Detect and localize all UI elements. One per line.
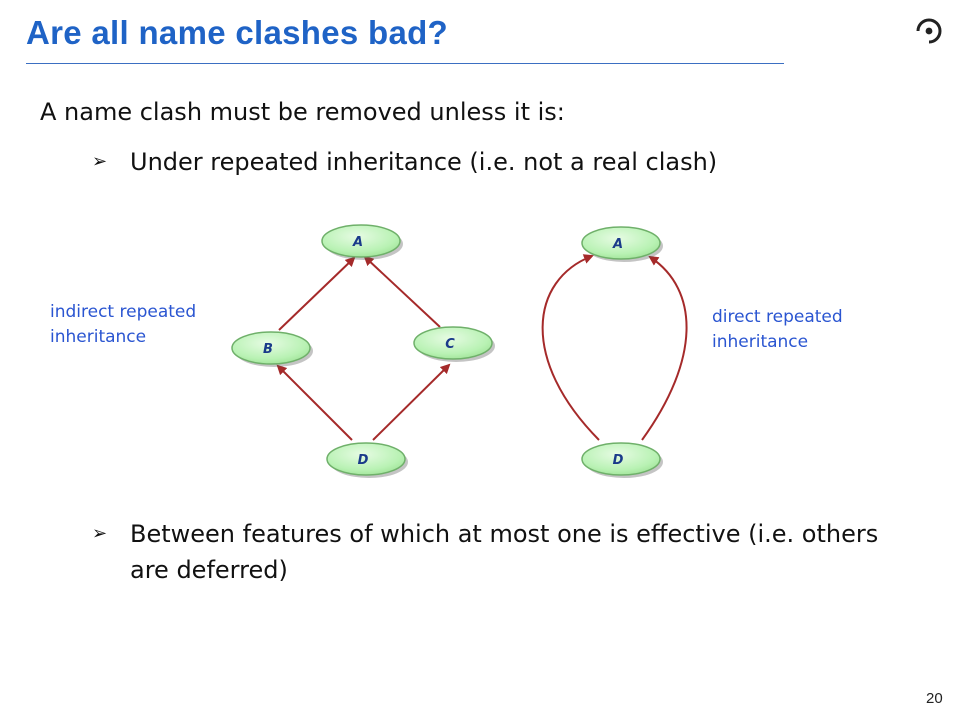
node-d-direct: D (581, 442, 663, 478)
node-c-indirect: C (413, 326, 495, 362)
title-divider (26, 63, 784, 64)
node-d-indirect: D (326, 442, 408, 478)
node-label: D (613, 453, 624, 468)
node-label: A (612, 237, 623, 252)
edge-b-to-a (278, 256, 356, 331)
edge-d-to-a-right (641, 255, 688, 441)
logo-icon (916, 18, 942, 44)
bullet-arrow-icon: ➢ (92, 523, 108, 544)
node-label: A (352, 235, 363, 250)
label-direct-repeated-inheritance: direct repeated inheritance (712, 307, 843, 352)
edge-c-to-a (363, 255, 441, 328)
edge-d-to-b (276, 364, 353, 441)
bullet-arrow-icon: ➢ (92, 151, 108, 172)
node-a-direct: A (581, 226, 663, 262)
node-a-indirect: A (321, 224, 403, 260)
indirect-edges (276, 255, 451, 441)
bullet-deferred-features: ➢ Between features of which at most one … (92, 516, 912, 588)
bullet-text: Between features of which at most one is… (130, 520, 879, 584)
bullet-text: Under repeated inheritance (i.e. not a r… (130, 148, 718, 176)
edge-d-to-c (372, 363, 451, 441)
node-label: D (358, 453, 369, 468)
direct-edges (541, 254, 688, 441)
node-label: B (263, 342, 273, 357)
node-label: C (445, 337, 455, 352)
label-indirect-repeated-inheritance: indirect repeated inheritance (50, 302, 197, 347)
slide-title: Are all name clashes bad? (26, 14, 449, 51)
edge-d-to-a-left (541, 254, 600, 441)
intro-text: A name clash must be removed unless it i… (40, 98, 565, 126)
node-b-indirect: B (231, 331, 313, 367)
page-number: 20 (926, 690, 943, 707)
bullet-repeated-inheritance: ➢ Under repeated inheritance (i.e. not a… (92, 144, 717, 180)
